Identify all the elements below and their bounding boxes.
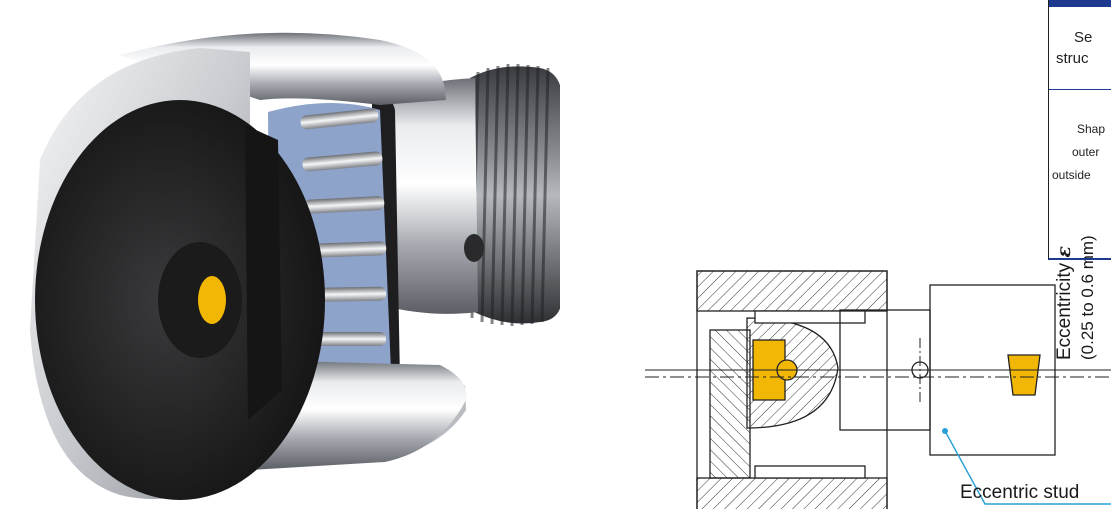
eccentricity-label: Eccentricity ε [1053, 246, 1076, 360]
table-row-structure: Se struc [1049, 7, 1111, 90]
table-cell-text: outside [1052, 168, 1091, 182]
table-cell-text: struc [1056, 50, 1089, 67]
callout-leader [942, 428, 1111, 505]
callout-label-eccentric-stud: Eccentric stud [960, 482, 1080, 503]
stud-shank [380, 78, 478, 314]
table-cell-text: Shap [1077, 122, 1106, 136]
table-cell-text: outer [1072, 145, 1100, 159]
outer-ring-section [696, 270, 888, 509]
table-cell-text: Se [1074, 29, 1093, 46]
cam-follower-render [30, 32, 560, 500]
table-header-bar [1049, 0, 1111, 7]
spec-table-fragment: Se struc Shap outer outside [1048, 0, 1111, 260]
eccentricity-text: Eccentricity [1054, 262, 1075, 360]
grease-fitting [198, 276, 226, 324]
table-row-shape: Shap outer outside [1049, 90, 1111, 256]
side-plate-section [709, 329, 751, 479]
stud-hole [464, 234, 484, 262]
